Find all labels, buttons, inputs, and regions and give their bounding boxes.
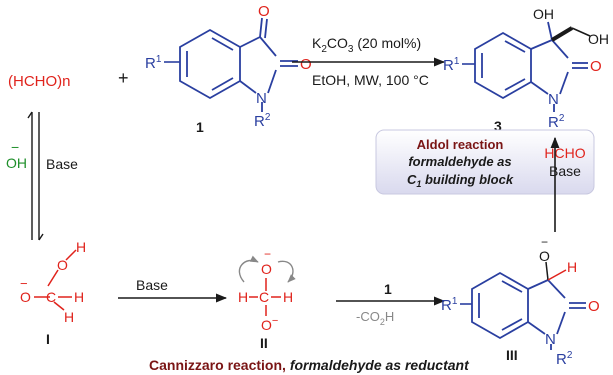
- product-number: 3: [494, 118, 502, 134]
- isatin-r1: R1: [145, 54, 162, 72]
- intermediate-II-c: C: [259, 289, 269, 305]
- isatin-o-top: O: [258, 3, 270, 20]
- intermediate-III-o-minus: O: [539, 248, 550, 264]
- isatin-o-right: O: [300, 56, 312, 73]
- intermediate-I-charge: −: [20, 276, 28, 291]
- intermediate-I-structure: [34, 249, 77, 311]
- intermediate-I-h-top: H: [76, 239, 86, 255]
- product-r1: R1: [443, 56, 460, 74]
- product-n: N: [548, 91, 559, 108]
- aldol-box: [375, 129, 595, 195]
- intermediate-II-label: II: [260, 335, 268, 351]
- base-left-label: Base: [46, 156, 78, 172]
- aldol-title: Aldol reaction: [417, 137, 504, 152]
- isatin-n: N: [256, 90, 267, 107]
- product-oh-1: OH: [533, 6, 554, 22]
- intermediate-III-o-right: O: [588, 298, 600, 315]
- intermediate-III-structure: [471, 271, 586, 350]
- aldol-hcho: HCHO: [544, 145, 585, 161]
- hydroxide: OH: [6, 155, 27, 171]
- intermediate-I-h-bottom: H: [64, 309, 74, 325]
- intermediate-II-charge-top: −: [264, 247, 271, 261]
- plus-sign: +: [118, 68, 129, 88]
- intermediate-II-o-top: O: [261, 261, 272, 277]
- arrow-II-III-reagent: 1: [384, 281, 392, 297]
- product-structure: [474, 21, 588, 112]
- intermediate-III-r1: R1: [441, 296, 458, 314]
- intermediate-I-label: I: [46, 331, 50, 347]
- aldol-base: Base: [549, 163, 581, 179]
- intermediate-III-r2: R2: [556, 350, 573, 368]
- arrow-I-II-base: Base: [136, 277, 168, 293]
- product-o-right: O: [590, 58, 602, 75]
- intermediate-II-o-bottom: O−: [261, 315, 278, 333]
- curved-arrow-left: [238, 255, 259, 283]
- intermediate-III-label: III: [506, 347, 518, 363]
- equilibrium-arrows: [27, 111, 44, 241]
- aldol-line3: C1 building block: [407, 172, 514, 189]
- product-oh-2: OH: [588, 31, 609, 47]
- intermediate-III-charge: −: [541, 235, 548, 249]
- isatin-structure: [179, 17, 298, 112]
- paraformaldehyde: (HCHO)n: [8, 73, 71, 90]
- intermediate-I-c: C: [46, 289, 56, 305]
- reagent-k2co3: K2CO3 (20 mol%): [312, 35, 421, 55]
- intermediate-II-h-right: H: [283, 289, 293, 305]
- arrow-II-III-byproduct: -CO2H: [356, 309, 394, 327]
- intermediate-III-n: N: [545, 331, 556, 348]
- product-r2: R2: [548, 113, 565, 131]
- cannizzaro-caption: Cannizzaro reaction, formaldehyde as red…: [149, 357, 470, 373]
- hydroxide-charge: −: [11, 139, 19, 155]
- reagent-conditions: EtOH, MW, 100 °C: [312, 72, 429, 88]
- intermediate-III-h: H: [567, 259, 577, 275]
- intermediate-II-h-left: H: [238, 289, 248, 305]
- intermediate-I-o-minus: O: [20, 289, 31, 305]
- aldol-line2: formaldehyde as: [408, 154, 511, 169]
- intermediate-I-o: O: [57, 257, 68, 273]
- intermediate-I-h: H: [74, 289, 84, 305]
- curved-arrow-right: [277, 260, 296, 283]
- isatin-number: 1: [196, 119, 204, 135]
- isatin-r2: R2: [254, 112, 271, 130]
